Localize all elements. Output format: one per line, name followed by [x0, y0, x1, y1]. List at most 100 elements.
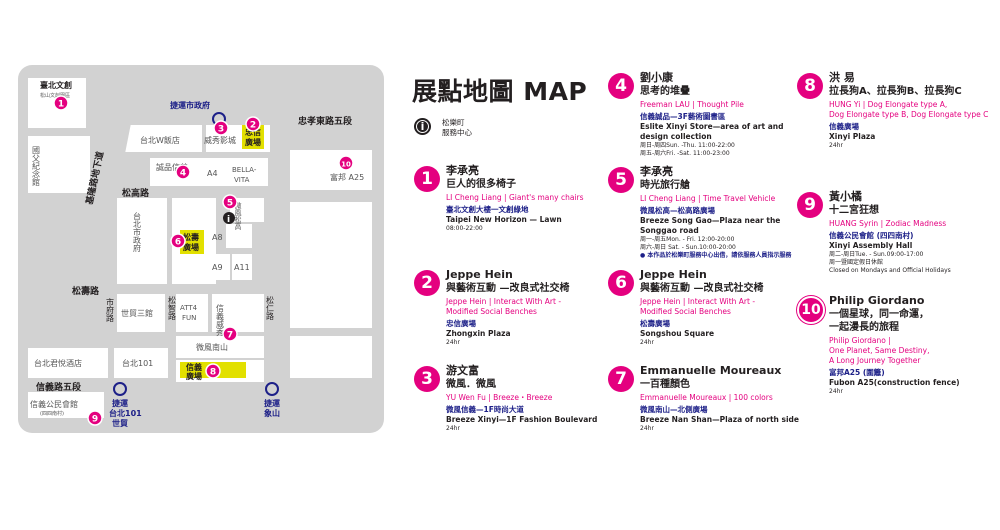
map-marker-4[interactable]	[175, 164, 191, 180]
place-creative-note: 松山文創園區	[40, 92, 70, 99]
venue-location-zh: 微風松高—松高路廣場	[640, 206, 715, 215]
venue-location-en: Breeze Song Gao—Plaza near the Songgao r…	[640, 216, 781, 235]
venue-number-badge: 10	[797, 296, 825, 324]
map-marker-label-8: 8	[210, 368, 216, 378]
block-w-hotel	[124, 125, 202, 152]
place-101: 台北101	[122, 358, 153, 368]
venue-location-zh: 松壽廣場	[640, 319, 670, 328]
venue-note: ● 本作品於松樂町服務中心出借，請依服務人員指示服務	[640, 252, 792, 259]
block-nanshan	[176, 336, 264, 358]
place-hyatt: 台北君悅酒店	[34, 358, 82, 368]
venue-number-badge: 5	[608, 167, 634, 193]
mrt-xiangshan-label-2: 象山	[264, 408, 280, 418]
venue-credit: LI Cheng Liang | Time Travel Vehicle	[640, 194, 776, 203]
venue-credit: Jeppe Hein | Interact With Art - Modifie…	[446, 297, 562, 316]
venue-location-zh: 忠信廣場	[446, 319, 476, 328]
map-marker-1[interactable]	[53, 95, 69, 111]
road-songzhi: 松智路	[168, 295, 177, 320]
venue-hours: 24hr	[829, 388, 843, 395]
road-zhongxiao: 忠孝東路五段	[298, 115, 353, 127]
venue-work-title: 十二宮狂想	[829, 205, 879, 216]
venue-work-title: 時光旅行艙	[640, 180, 690, 191]
place-fubon: 富邦 A25	[330, 172, 364, 182]
venue-number-badge: 6	[608, 270, 634, 296]
mrt-xiangshan-icon[interactable]	[265, 382, 279, 396]
place-vieshow: 威秀影城	[204, 135, 236, 145]
place-a9: A9	[212, 263, 223, 272]
label-songshou-1: 松壽	[183, 232, 199, 242]
mrt-101-icon[interactable]	[113, 382, 127, 396]
map-marker-5[interactable]	[222, 194, 238, 210]
map-marker-9[interactable]	[87, 410, 103, 426]
map-marker-8[interactable]	[205, 363, 221, 379]
venue-credit: HUNG Yi | Dog Elongate type A, Dog Elong…	[829, 100, 989, 119]
road-songgao: 松高路	[122, 187, 150, 199]
place-a8: A8	[212, 233, 223, 242]
venue-number-badge: 3	[414, 366, 440, 392]
block-att4fun	[176, 294, 208, 332]
place-sun-yatsen: 國父紀念館	[32, 146, 41, 187]
venue-hours: 24hr	[446, 425, 460, 432]
road-xinyi: 信義路五段	[36, 381, 82, 393]
place-taipei-creative: 臺北文創	[40, 80, 72, 90]
block-world-trade	[117, 294, 165, 332]
place-city-hall: 台北市政府	[133, 211, 142, 253]
block-a8	[226, 224, 252, 248]
block-a11	[232, 254, 252, 280]
block-fubon	[290, 150, 372, 190]
venue-credit: Freeman LAU | Thought Pile	[640, 100, 744, 109]
mrt-city-hall-label: 捷運市政府	[170, 100, 210, 110]
block-east-bottom	[290, 336, 372, 378]
map-marker-6[interactable]	[170, 233, 186, 249]
venue-work-title: 一百種顏色	[640, 379, 690, 390]
venue-hours: 24hr	[446, 339, 460, 346]
place-assembly: 信義公民會館	[30, 399, 78, 409]
place-w-hotel: 台北W飯店	[140, 135, 180, 145]
venue-credit: YU Wen Fu | Breeze・Breeze	[446, 393, 553, 402]
venue-number-badge: 7	[608, 366, 634, 392]
block-city-hall	[117, 198, 167, 284]
info-legend-label: 松樂町 服務中心	[442, 118, 472, 137]
venue-work-title: 與藝術互動 —改良式社交椅	[446, 283, 570, 294]
label-zhongxin-2: 廣場	[245, 137, 261, 147]
place-songgao-box: 微風松高	[234, 201, 242, 231]
map-marker-2[interactable]	[245, 116, 261, 132]
venue-location-en: Fubon A25(construction fence)	[829, 378, 960, 387]
venue-artist: 劉小康	[640, 71, 673, 84]
map-marker-label-6: 6	[175, 238, 181, 248]
label-xinyi-1: 信義	[186, 362, 202, 372]
venue-work-title: 與藝術互動 —改良式社交椅	[640, 283, 764, 294]
map-marker-7[interactable]	[222, 326, 238, 342]
place-nanshan: 微風南山	[196, 342, 228, 352]
venue-location-en: Taipei New Horizon — Lawn	[446, 215, 562, 224]
venue-artist: Jeppe Hein	[446, 268, 513, 281]
venue-work-title: 巨人的很多椅子	[446, 179, 516, 190]
map-marker-3[interactable]	[213, 120, 229, 136]
venue-location-en: Songshou Square	[640, 329, 715, 338]
place-world-trade: 世貿三館	[121, 308, 153, 318]
road-shifu: 市府路	[106, 297, 115, 322]
place-eslite: 誠品信義	[156, 162, 188, 172]
place-xinyi-weixiu: 信義威秀	[216, 303, 225, 337]
map-marker-10[interactable]	[338, 155, 354, 171]
block-a4-row	[150, 158, 268, 186]
map-marker-label-3: 3	[218, 125, 224, 135]
mrt-101-label-1: 捷運	[112, 398, 128, 408]
venue-artist: 李承亮	[640, 165, 673, 178]
place-assembly-note: (四四南村)	[40, 410, 64, 417]
map-marker-label-5: 5	[227, 199, 233, 209]
label-zhongxin-1: 忠信	[245, 127, 261, 137]
label-songshou-2: 廣場	[183, 242, 199, 252]
place-a11: A11	[234, 263, 250, 272]
venue-work-title: 思考的堆疊	[640, 86, 690, 97]
block-hyatt	[28, 348, 108, 378]
venue-work-title: 拉長狗A、拉長狗B、拉長狗C	[829, 86, 962, 97]
road-songren: 松仁路	[266, 295, 275, 320]
venue-hours: 24hr	[640, 339, 654, 346]
info-point-icon[interactable]	[223, 212, 235, 224]
venue-location-en: Xinyi Plaza	[829, 132, 876, 141]
venue-location-zh: 微風南山—北側廣場	[640, 405, 708, 414]
venue-artist: 黃小橘	[829, 190, 862, 203]
venue-number-badge: 8	[797, 73, 823, 99]
page-title: 展點地圖 MAP	[412, 77, 588, 106]
